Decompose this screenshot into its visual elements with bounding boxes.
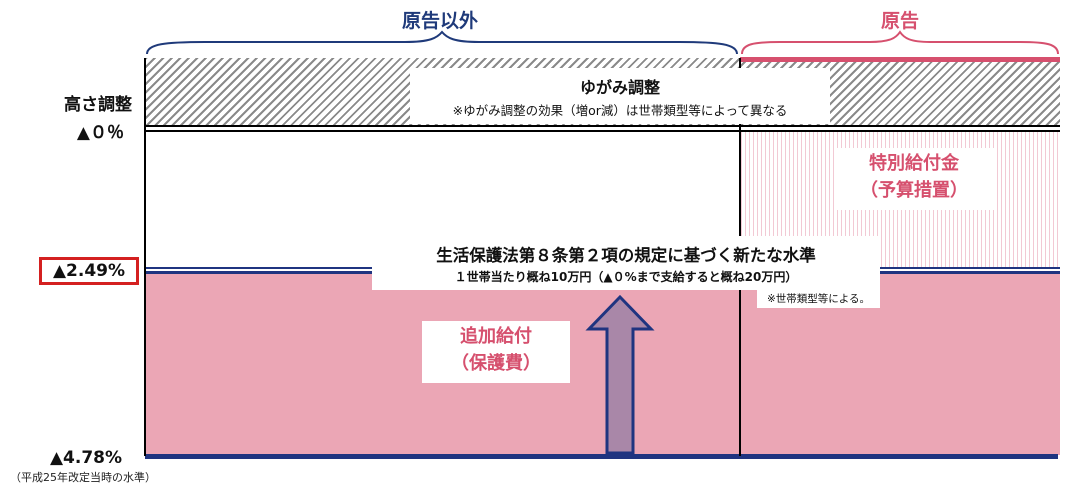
new-standard-footnote: ※世帯類型等による。: [757, 290, 880, 308]
group-label-plaintiff: 原告: [880, 10, 919, 32]
special-payment-line1: 特別給付金: [869, 153, 959, 174]
brace-plaintiff: [740, 30, 1062, 56]
additional-payment-line1: 追加給付: [460, 326, 532, 347]
new-standard-subtitle: １世帯当たり概ね10万円（▲０%まで支給すると概ね20万円）: [454, 270, 798, 284]
plaintiff-top-line: [740, 57, 1060, 62]
distortion-adjust-title: ゆがみ調整: [579, 78, 660, 97]
level-249-label: ▲2.49%: [52, 261, 126, 281]
level-0-label: ▲０％: [76, 123, 124, 143]
left-axis-line: [144, 58, 146, 456]
level-249-highlight-box: ▲2.49%: [39, 257, 139, 285]
height-adjust-label: 高さ調整: [64, 95, 132, 115]
level-478-note: （平成25年改定当時の水準）: [10, 471, 156, 484]
zero-level-line-top: [145, 125, 1060, 127]
new-standard-box: 生活保護法第８条第２項の規定に基づく新たな水準 １世帯当たり概ね10万円（▲０%…: [372, 236, 880, 290]
distortion-adjust-box: ゆがみ調整 ※ゆがみ調整の効果（増or減）は世帯類型等によって異なる: [410, 68, 830, 124]
group-label-non-plaintiff: 原告以外: [401, 10, 478, 32]
up-arrow-icon: [585, 294, 655, 460]
additional-payment-area: [145, 274, 1060, 455]
special-payment-line2: （予算措置）: [860, 180, 968, 201]
additional-payment-line2: （保護費）: [451, 353, 541, 374]
new-standard-title: 生活保護法第８条第２項の規定に基づく新たな水準: [436, 246, 816, 265]
special-payment-box: 特別給付金 （予算措置）: [834, 148, 994, 210]
level-478-baseline: [145, 454, 1058, 459]
zero-level-line-bottom: [145, 130, 1060, 132]
brace-non-plaintiff: [145, 30, 741, 56]
distortion-adjust-note: ※ゆがみ調整の効果（増or減）は世帯類型等によって異なる: [452, 103, 788, 118]
additional-payment-box: 追加給付 （保護費）: [422, 321, 570, 383]
level-478-label: ▲4.78%: [49, 448, 123, 468]
